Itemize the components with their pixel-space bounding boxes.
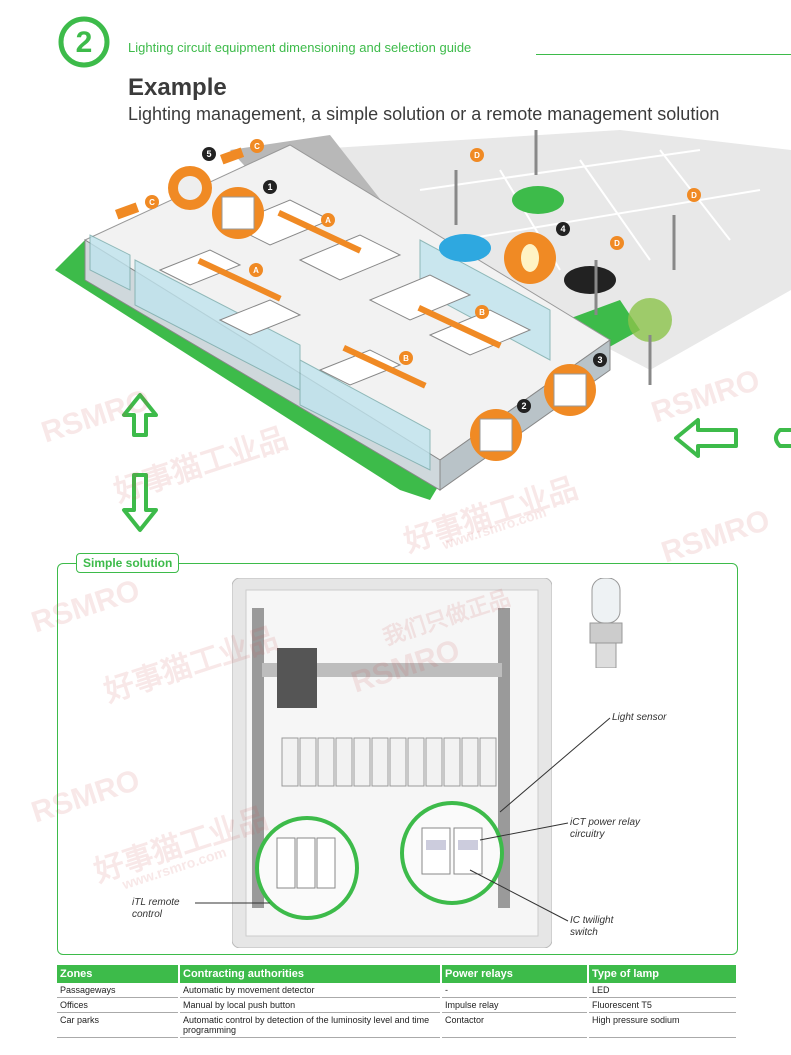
chapter-number: 2 bbox=[76, 26, 93, 59]
cell-zone: Passageways bbox=[57, 983, 179, 998]
chapter-number-badge: 2 bbox=[58, 16, 110, 68]
marker-c: C bbox=[149, 198, 155, 207]
ic-twilight-switches bbox=[421, 827, 483, 875]
table-row: Car parks Automatic control by detection… bbox=[57, 1012, 736, 1038]
vertical-double-arrow bbox=[122, 393, 158, 532]
header-rule bbox=[536, 54, 791, 55]
ict-power-relay-callout: iCT power relay circuitry bbox=[570, 817, 641, 840]
cell-lamp: High pressure sodium bbox=[587, 1012, 736, 1038]
cell-authority: Automatic by movement detector bbox=[178, 983, 441, 998]
ic-twilight-callout: IC twilight switch bbox=[570, 915, 614, 938]
cell-authority: Manual by local push button bbox=[178, 997, 441, 1013]
header-contracting-authorities: Contracting authorities bbox=[178, 965, 441, 983]
simple-solution-tab: Simple solution bbox=[76, 553, 180, 573]
cell-lamp: Fluorescent T5 bbox=[587, 997, 736, 1013]
cell-authority: Automatic control by detection of the lu… bbox=[178, 1012, 441, 1038]
simple-solution-panel bbox=[57, 563, 738, 955]
table-row: Passageways Automatic by movement detect… bbox=[57, 983, 736, 998]
page-subtitle: Lighting management, a simple solution o… bbox=[128, 104, 720, 124]
zones-table: Zones Contracting authorities Power rela… bbox=[57, 965, 736, 1038]
light-sensor-device bbox=[589, 578, 623, 668]
itl-relays bbox=[276, 837, 336, 889]
header-type-of-lamp: Type of lamp bbox=[587, 965, 736, 983]
circuit-breakers bbox=[281, 737, 497, 787]
marker-d: D bbox=[614, 239, 620, 248]
marker-d: D bbox=[474, 151, 480, 160]
marker-a: A bbox=[253, 266, 259, 275]
ic-zoom-circle bbox=[400, 801, 504, 905]
lamp-posts bbox=[454, 130, 676, 315]
cell-zone: Offices bbox=[57, 997, 179, 1013]
din-rail-left bbox=[252, 608, 264, 908]
marker-a-hidden: A bbox=[0, 130, 3, 132]
marker-b: B bbox=[403, 354, 409, 363]
terminal-block bbox=[277, 648, 317, 708]
guide-title: Lighting circuit equipment dimensioning … bbox=[128, 40, 472, 55]
cell-relay: Impulse relay bbox=[440, 997, 588, 1013]
light-sensor-callout: Light sensor bbox=[612, 712, 667, 723]
office-desks bbox=[158, 199, 532, 386]
number-markers: 1 2 3 4 5 bbox=[202, 147, 607, 413]
page-title: Example bbox=[128, 74, 227, 101]
tree bbox=[628, 298, 672, 385]
header-power-relays: Power relays bbox=[440, 965, 588, 983]
marker-2: 2 bbox=[521, 401, 526, 411]
letter-markers: A A A B B C C D D D bbox=[0, 130, 701, 365]
itl-remote-callout: iTL remote control bbox=[132, 897, 180, 920]
building-illustration: 1 2 3 4 5 A A A B B C C D D D bbox=[0, 130, 791, 532]
cell-zone: Car parks bbox=[57, 1012, 179, 1038]
horizontal-arrow bbox=[674, 418, 791, 458]
marker-c: C bbox=[254, 142, 260, 151]
marker-4: 4 bbox=[560, 224, 565, 234]
cell-relay: - bbox=[440, 983, 588, 998]
cell-lamp: LED bbox=[587, 983, 736, 998]
header-zones: Zones bbox=[57, 965, 179, 983]
din-rail-top bbox=[262, 663, 502, 677]
marker-d: D bbox=[691, 191, 697, 200]
cell-relay: Contactor bbox=[440, 1012, 588, 1038]
marker-1: 1 bbox=[267, 182, 272, 192]
product-bubbles bbox=[168, 166, 596, 461]
parked-cars bbox=[439, 186, 616, 294]
marker-a: A bbox=[325, 216, 331, 225]
marker-b: B bbox=[479, 308, 485, 317]
lighting-strips bbox=[115, 147, 502, 389]
table-row: Offices Manual by local push button Impu… bbox=[57, 997, 736, 1013]
marker-5: 5 bbox=[206, 149, 211, 159]
marker-3: 3 bbox=[597, 355, 602, 365]
